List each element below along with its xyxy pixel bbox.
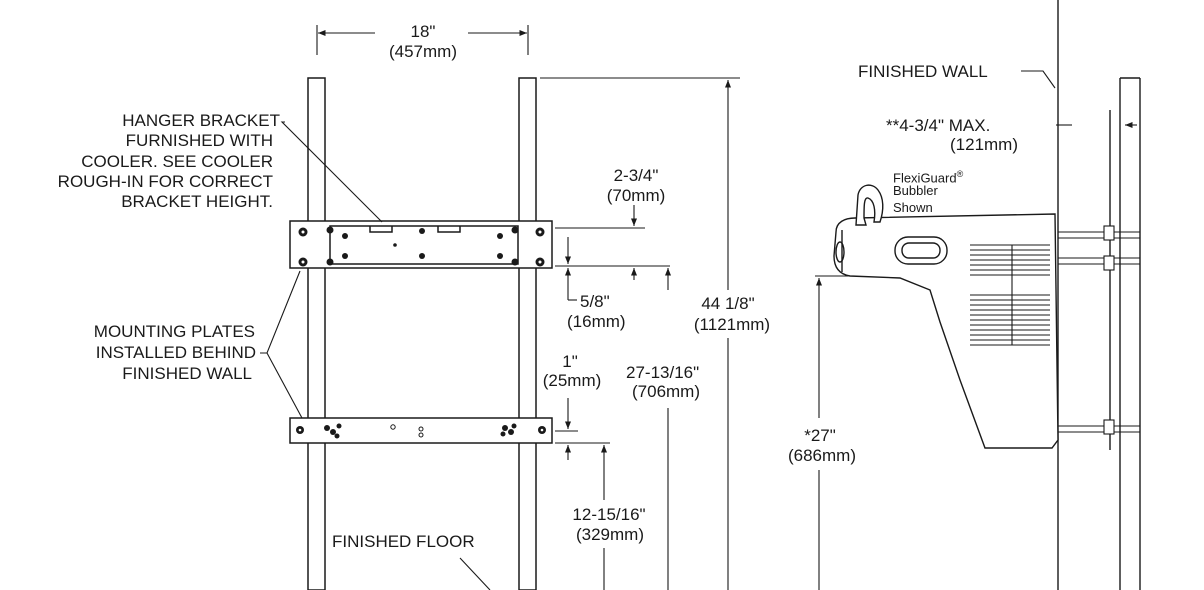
registered-mark: ® <box>956 169 964 179</box>
flexiguard-brand: FlexiGuard <box>893 170 957 186</box>
dim-5-8-mm: (16mm) <box>567 312 626 331</box>
lower-bolts <box>1058 419 1140 435</box>
dim-27-13-16-mm: (706mm) <box>632 382 701 401</box>
left-stud <box>307 77 326 590</box>
height-27-mm: (686mm) <box>787 446 856 465</box>
hanger-bracket <box>329 225 519 265</box>
dim-5-8-inch: 5/8" <box>580 292 610 311</box>
hanger-note-line-1: HANGER BRACKET <box>122 111 280 130</box>
height-27-inch: *27" <box>804 426 836 445</box>
dim-44-mm: (1121mm) <box>693 315 771 334</box>
dim-1-inch: 1" <box>562 352 578 371</box>
mounting-note-line-3: FINISHED WALL <box>122 364 252 383</box>
width-mm-label: (457mm) <box>388 42 457 61</box>
mounting-note-line-2: INSTALLED BEHIND <box>95 343 256 362</box>
front-view <box>289 77 553 590</box>
hanger-note-line-4: ROUGH-IN FOR CORRECT <box>57 172 273 191</box>
front-dimensions <box>260 25 740 590</box>
finished-floor-label: FINISHED FLOOR <box>332 532 475 551</box>
finished-wall-label: FINISHED WALL <box>858 62 988 81</box>
hanger-note-line-2: FURNISHED WITH <box>125 131 273 150</box>
dim-12-15-16-inch: 12-15/16" <box>572 505 646 524</box>
shown-label: Shown <box>893 200 933 215</box>
dim-1-mm: (25mm) <box>542 371 602 390</box>
dim-44-inch: 44 1/8" <box>701 294 755 313</box>
bubbler-label: Bubbler <box>893 183 938 198</box>
flexiguard-label: FlexiGuard® <box>893 166 963 186</box>
right-stud <box>518 77 537 590</box>
dim-12-15-16-mm: (329mm) <box>575 525 644 544</box>
cooler-body <box>833 213 1059 449</box>
dim-2-3-4-inch: 2-3/4" <box>613 166 659 185</box>
upper-bolts <box>1058 225 1140 271</box>
mounting-note-line-1: MOUNTING PLATES <box>93 322 255 341</box>
bubbler <box>855 184 884 226</box>
cooler-louvres <box>970 244 1050 346</box>
hanger-note-line-3: COOLER. SEE COOLER <box>81 152 273 171</box>
side-dimensions <box>815 70 1137 590</box>
max-depth-mm: (121mm) <box>950 135 1019 154</box>
dim-27-13-16-inch: 27-13/16" <box>626 363 700 382</box>
max-depth-inch: **4-3/4" MAX. <box>886 116 991 135</box>
side-view <box>833 0 1141 590</box>
hanger-note-line-5: BRACKET HEIGHT. <box>121 192 273 211</box>
dim-2-3-4-mm: (70mm) <box>606 186 666 205</box>
width-inch-label: 18" <box>410 22 436 41</box>
